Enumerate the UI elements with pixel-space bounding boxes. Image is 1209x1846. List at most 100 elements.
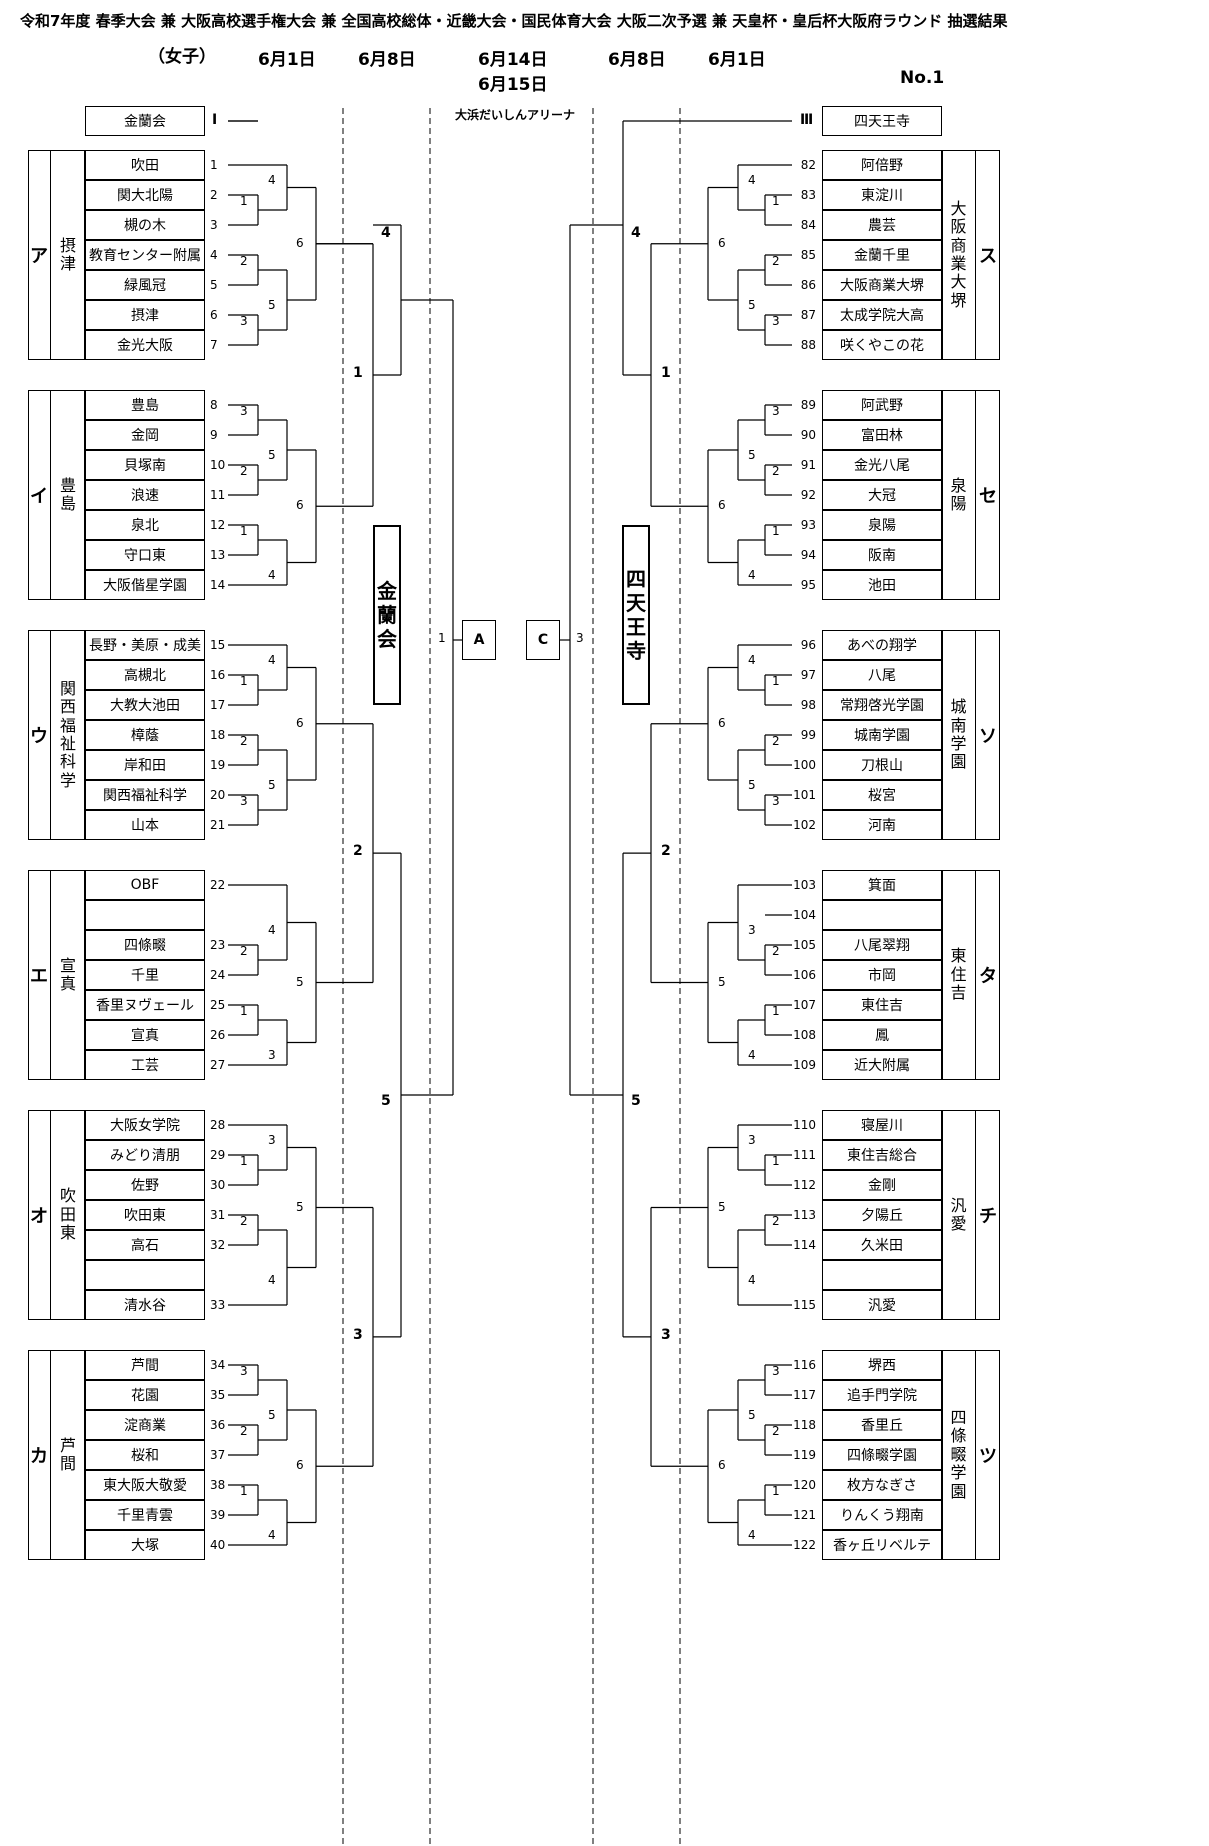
team-number: 121 bbox=[793, 1508, 816, 1522]
team-number: 107 bbox=[793, 998, 816, 1012]
match-number: 2 bbox=[772, 254, 780, 268]
block-letter: オ bbox=[30, 1206, 48, 1227]
match-number: 6 bbox=[296, 715, 304, 730]
match-number: 5 bbox=[268, 448, 276, 462]
team-cell: 堺西 bbox=[822, 1350, 942, 1380]
team-cell: 関西福祉科学 bbox=[85, 780, 205, 810]
team-cell: 四條畷 bbox=[85, 930, 205, 960]
match-number: 5 bbox=[296, 974, 304, 989]
team-number: 83 bbox=[800, 188, 816, 202]
team-cell: 芦間 bbox=[85, 1350, 205, 1380]
team-number: 17 bbox=[210, 698, 226, 712]
match-number: 1 bbox=[240, 1154, 248, 1168]
seed-mark-left: Ⅰ bbox=[212, 112, 218, 128]
team-cell: 山本 bbox=[85, 810, 205, 840]
match-number: 2 bbox=[772, 1214, 780, 1228]
block-letter: カ bbox=[30, 1446, 48, 1467]
right-block bbox=[942, 1350, 1000, 1560]
block-divider bbox=[50, 870, 51, 1080]
block-group-name: 東住吉 bbox=[950, 946, 967, 1003]
team-number: 104 bbox=[793, 908, 816, 922]
team-cell: 香里丘 bbox=[822, 1410, 942, 1440]
left-block bbox=[28, 1350, 85, 1560]
team-cell: 高石 bbox=[85, 1230, 205, 1260]
right-block bbox=[942, 390, 1000, 600]
team-cell: りんくう翔南 bbox=[822, 1500, 942, 1530]
match-number: 3 bbox=[748, 923, 756, 937]
block-letter: ツ bbox=[979, 1446, 997, 1467]
team-cell: 咲くやこの花 bbox=[822, 330, 942, 360]
match-number: 6 bbox=[296, 235, 304, 250]
team-number: 112 bbox=[793, 1178, 816, 1192]
team-cell: 工芸 bbox=[85, 1050, 205, 1080]
match-number: 6 bbox=[296, 498, 304, 513]
block-group-name: 城南学園 bbox=[950, 697, 967, 772]
team-cell: 東大阪大敬愛 bbox=[85, 1470, 205, 1500]
round-number: 1 bbox=[661, 365, 671, 381]
match-number: 6 bbox=[718, 1458, 726, 1473]
match-number: 4 bbox=[268, 1273, 276, 1287]
team-cell: 大阪女学院 bbox=[85, 1110, 205, 1140]
team-cell: 池田 bbox=[822, 570, 942, 600]
match-number: 3 bbox=[240, 794, 248, 808]
team-cell: 太成学院大高 bbox=[822, 300, 942, 330]
block-group-name: 大阪商業大堺 bbox=[950, 198, 967, 310]
match-number: 4 bbox=[748, 653, 756, 667]
team-number: 2 bbox=[210, 188, 218, 202]
team-number: 103 bbox=[793, 878, 816, 892]
team-number: 30 bbox=[210, 1178, 226, 1192]
team-number: 102 bbox=[793, 818, 816, 832]
team-number: 29 bbox=[210, 1148, 226, 1162]
block-group-name: 汎愛 bbox=[950, 1195, 967, 1233]
match-number: 4 bbox=[748, 1273, 756, 1287]
block-group-name: 芦間 bbox=[59, 1435, 76, 1473]
round-number: 4 bbox=[381, 225, 391, 241]
match-number: 4 bbox=[748, 1048, 756, 1062]
team-number: 122 bbox=[793, 1538, 816, 1552]
block-divider bbox=[975, 1110, 976, 1320]
match-number: 3 bbox=[268, 1133, 276, 1147]
block-divider bbox=[50, 1350, 51, 1560]
team-cell: 城南学園 bbox=[822, 720, 942, 750]
team-cell: 常翔啓光学園 bbox=[822, 690, 942, 720]
match-number: 1 bbox=[772, 674, 780, 688]
left-block bbox=[28, 390, 85, 600]
block-group-name: 摂津 bbox=[59, 235, 76, 273]
block-group-name: 吹田東 bbox=[59, 1186, 76, 1243]
team-cell: 宣真 bbox=[85, 1020, 205, 1050]
block-letter: ア bbox=[30, 246, 48, 267]
team-cell: 八尾 bbox=[822, 660, 942, 690]
team-number: 100 bbox=[793, 758, 816, 772]
team-number: 85 bbox=[800, 248, 816, 262]
team-number: 20 bbox=[210, 788, 226, 802]
match-number: 1 bbox=[240, 1004, 248, 1018]
team-number: 37 bbox=[210, 1448, 226, 1462]
team-cell: 佐野 bbox=[85, 1170, 205, 1200]
round-number: 2 bbox=[353, 843, 363, 860]
venue-label: 大浜だいしんアリーナ bbox=[455, 108, 576, 122]
team-cell: 大阪商業大堺 bbox=[822, 270, 942, 300]
team-number: 40 bbox=[210, 1538, 226, 1552]
team-cell: 吹田東 bbox=[85, 1200, 205, 1230]
left-block bbox=[28, 1110, 85, 1320]
team-number: 22 bbox=[210, 878, 226, 892]
team-cell: 樟蔭 bbox=[85, 720, 205, 750]
match-number: 2 bbox=[240, 464, 248, 478]
date-right-r2: 6月8日 bbox=[608, 50, 666, 70]
team-number: 116 bbox=[793, 1358, 816, 1372]
match-number: 2 bbox=[772, 1424, 780, 1438]
team-cell: 吹田 bbox=[85, 150, 205, 180]
match-number: 6 bbox=[718, 235, 726, 250]
team-cell: 阪南 bbox=[822, 540, 942, 570]
team-number: 8 bbox=[210, 398, 218, 412]
team-number: 15 bbox=[210, 638, 226, 652]
team-number: 86 bbox=[800, 278, 816, 292]
match-number: 2 bbox=[240, 1214, 248, 1228]
team-cell: 貝塚南 bbox=[85, 450, 205, 480]
team-number: 11 bbox=[210, 488, 226, 502]
block-divider bbox=[975, 1350, 976, 1560]
team-number: 13 bbox=[210, 548, 226, 562]
team-cell bbox=[822, 1260, 942, 1290]
round-number: 1 bbox=[353, 365, 363, 381]
team-number: 19 bbox=[210, 758, 226, 772]
